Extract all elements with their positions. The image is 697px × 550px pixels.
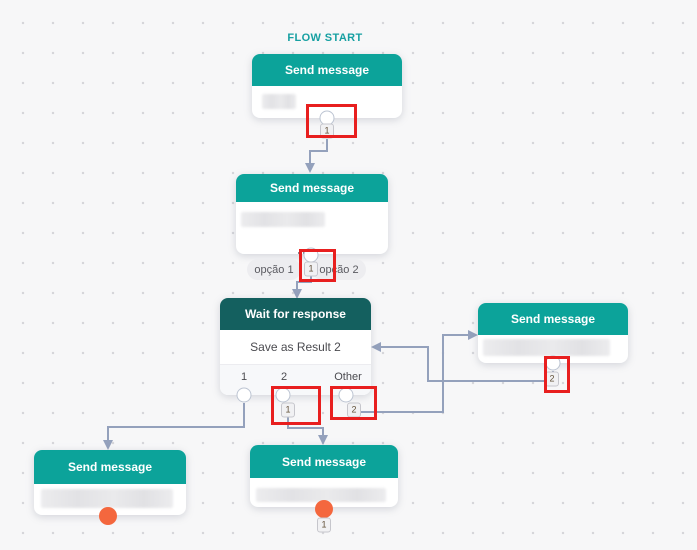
- option-button-2[interactable]: opção 2: [312, 259, 366, 280]
- save-as-result-label: Save as Result 2: [250, 340, 341, 354]
- node-send-message-bottom-center[interactable]: Send message: [250, 445, 398, 507]
- redacted-text: [241, 212, 325, 227]
- connector-n1-n2: [305, 139, 328, 173]
- highlight-rect-n1-port: [306, 104, 357, 138]
- highlight-rect-n2-port: [299, 249, 336, 282]
- port-badge-n1: 1: [320, 123, 334, 139]
- highlight-rect-n4-port: [544, 356, 570, 393]
- node-send-message-start[interactable]: Send message: [252, 54, 402, 118]
- redacted-text: [483, 339, 610, 356]
- output-port-n3-1[interactable]: [236, 387, 252, 403]
- highlight-rect-n3-port2: [271, 386, 321, 425]
- redacted-text: [41, 489, 173, 508]
- connector-n3out1-n5: [103, 403, 245, 450]
- option-button-1[interactable]: opção 1: [247, 259, 301, 280]
- highlight-rect-n3-other: [330, 386, 377, 420]
- node-header: Send message: [250, 445, 398, 478]
- output-label-2: 2: [280, 371, 288, 383]
- flow-start-label: FLOW START: [287, 32, 363, 44]
- endpoint-port-n6[interactable]: [315, 500, 333, 518]
- node-header: Send message: [252, 54, 402, 86]
- port-badge-n6: 1: [317, 517, 331, 533]
- port-badge-n2: 1: [304, 261, 318, 277]
- connector-n3other-n4: [355, 330, 478, 413]
- port-badge-n3-2: 1: [281, 402, 295, 418]
- node-header: Send message: [34, 450, 186, 484]
- endpoint-port-n5[interactable]: [99, 507, 117, 525]
- node-header: Send message: [236, 174, 388, 202]
- output-label-other: Other: [334, 371, 362, 383]
- output-label-1: 1: [240, 371, 248, 383]
- redacted-text: [256, 488, 386, 502]
- node-send-message-right[interactable]: Send message: [478, 303, 628, 363]
- node-header: Wait for response: [220, 298, 371, 330]
- node-send-message-options[interactable]: Send message opção 1 opção 2: [236, 174, 388, 280]
- redacted-text: [262, 94, 296, 109]
- node-header: Send message: [478, 303, 628, 335]
- node-send-message-bottom-left[interactable]: Send message: [34, 450, 186, 515]
- node-wait-for-response[interactable]: Wait for response Save as Result 2 1 2 O…: [220, 298, 371, 395]
